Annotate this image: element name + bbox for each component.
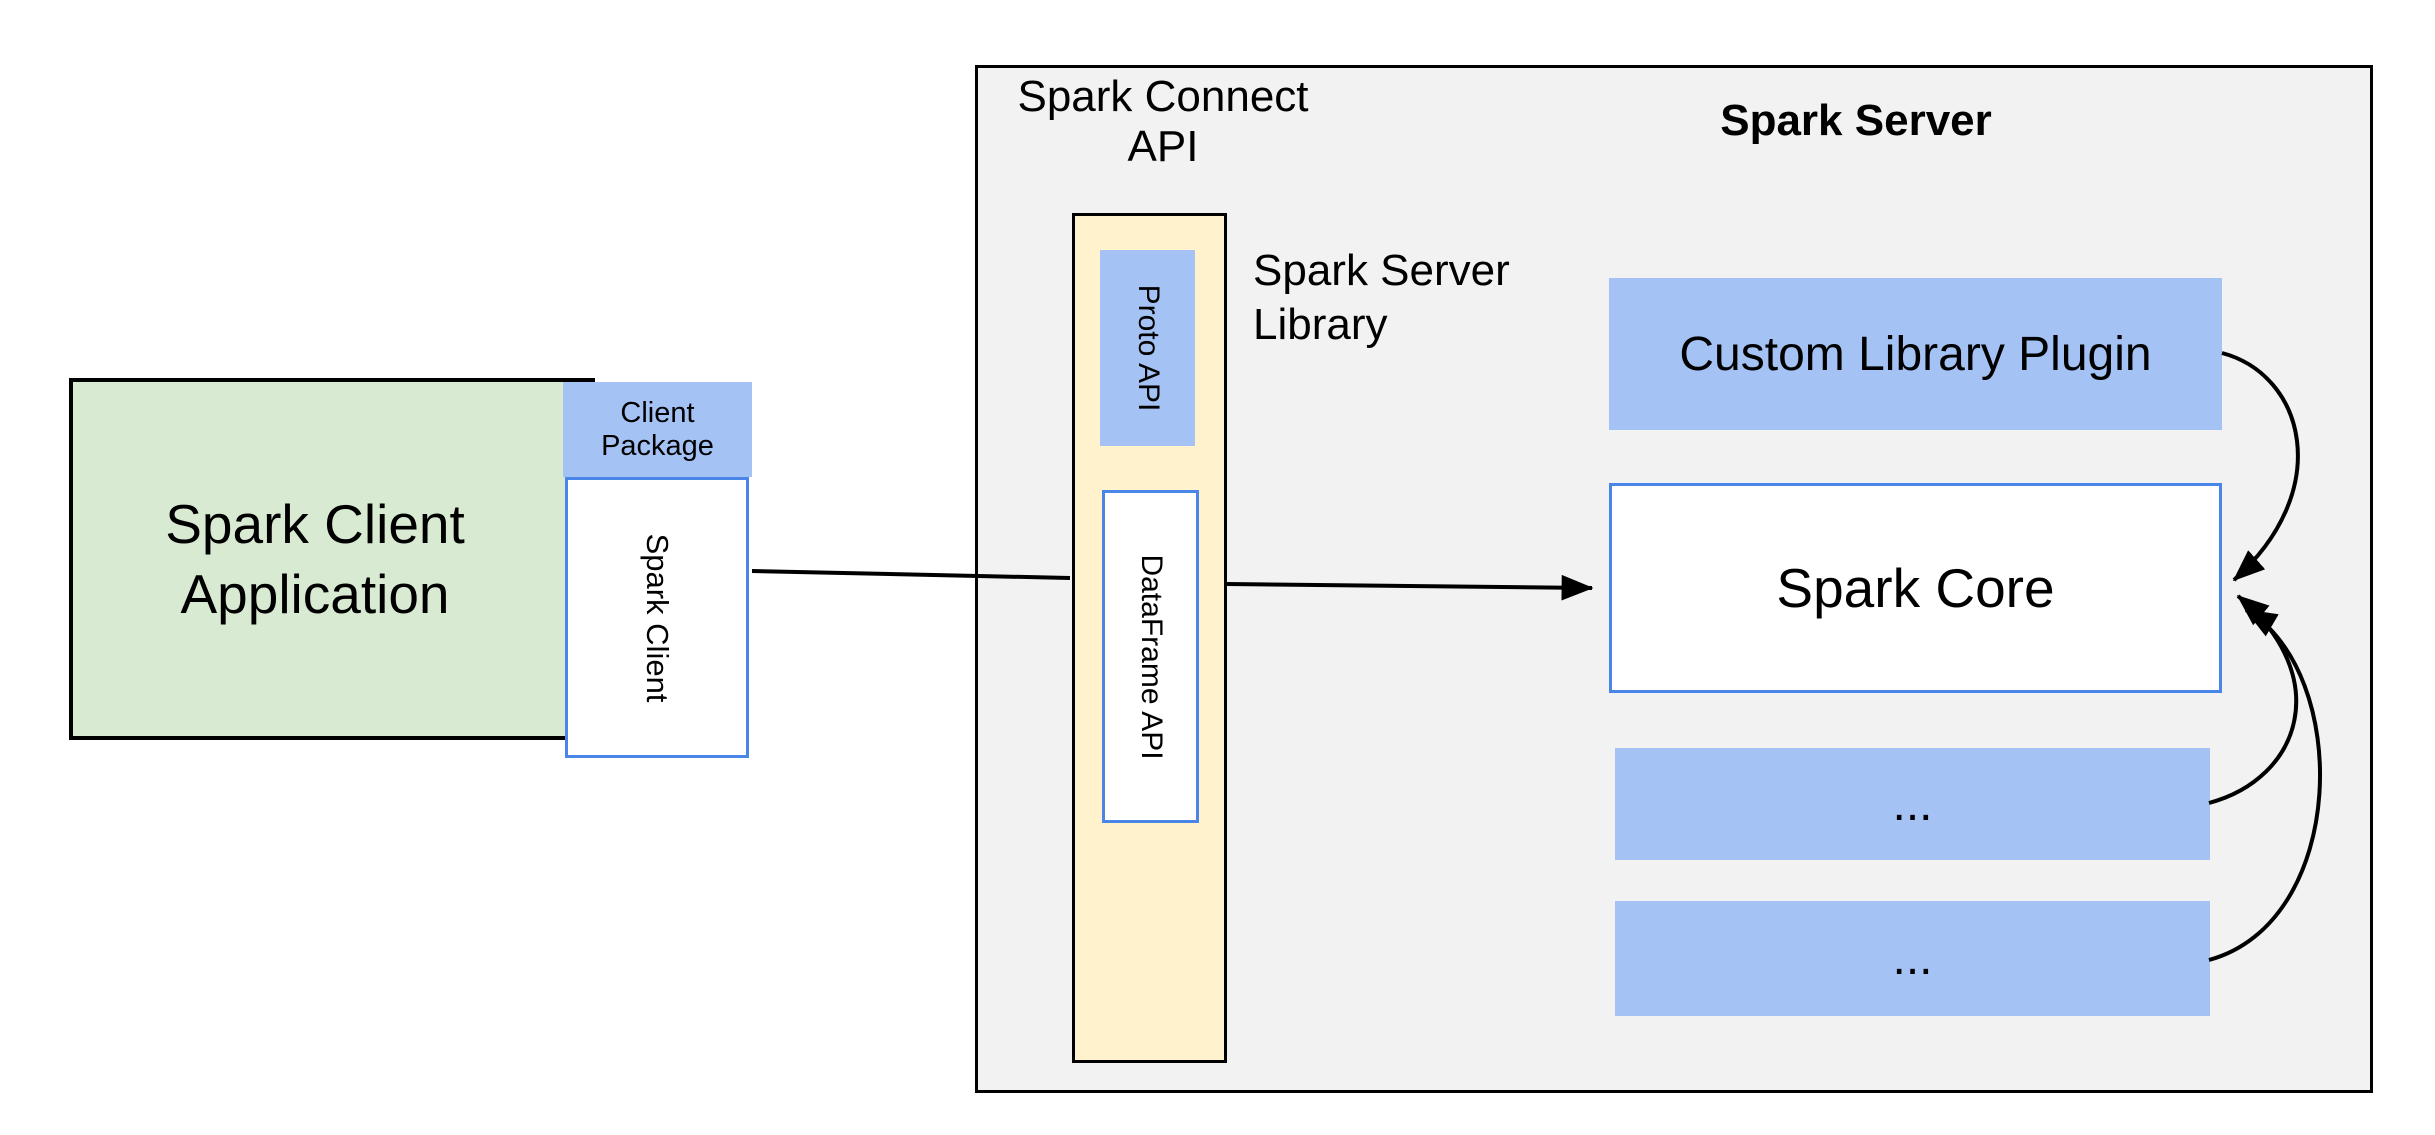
custom-library-plugin-box: Custom Library Plugin: [1609, 278, 2222, 430]
module-placeholder-box-2: ...: [1615, 901, 2210, 1016]
proto-api-label: Proto API: [1131, 284, 1165, 412]
spark-connect-api-title: Spark Connect API: [1017, 72, 1309, 171]
dataframe-api-box: DataFrame API: [1102, 490, 1199, 823]
proto-api-box: Proto API: [1100, 250, 1195, 446]
module-placeholder-box-1: ...: [1615, 748, 2210, 860]
spark-core-box: Spark Core: [1609, 483, 2222, 693]
spark-server-library-label: Spark Server Library: [1253, 246, 1510, 349]
dataframe-api-label: DataFrame API: [1134, 553, 1168, 760]
spark-client-label: Spark Client: [640, 533, 675, 702]
client-package-box: Client Package: [563, 382, 752, 477]
spark-client-application-box: [69, 378, 595, 740]
spark-server-title: Spark Server: [1720, 96, 1992, 145]
spark-client-box: Spark Client: [565, 477, 749, 758]
spark-client-application-label: Spark Client Application: [165, 493, 465, 625]
